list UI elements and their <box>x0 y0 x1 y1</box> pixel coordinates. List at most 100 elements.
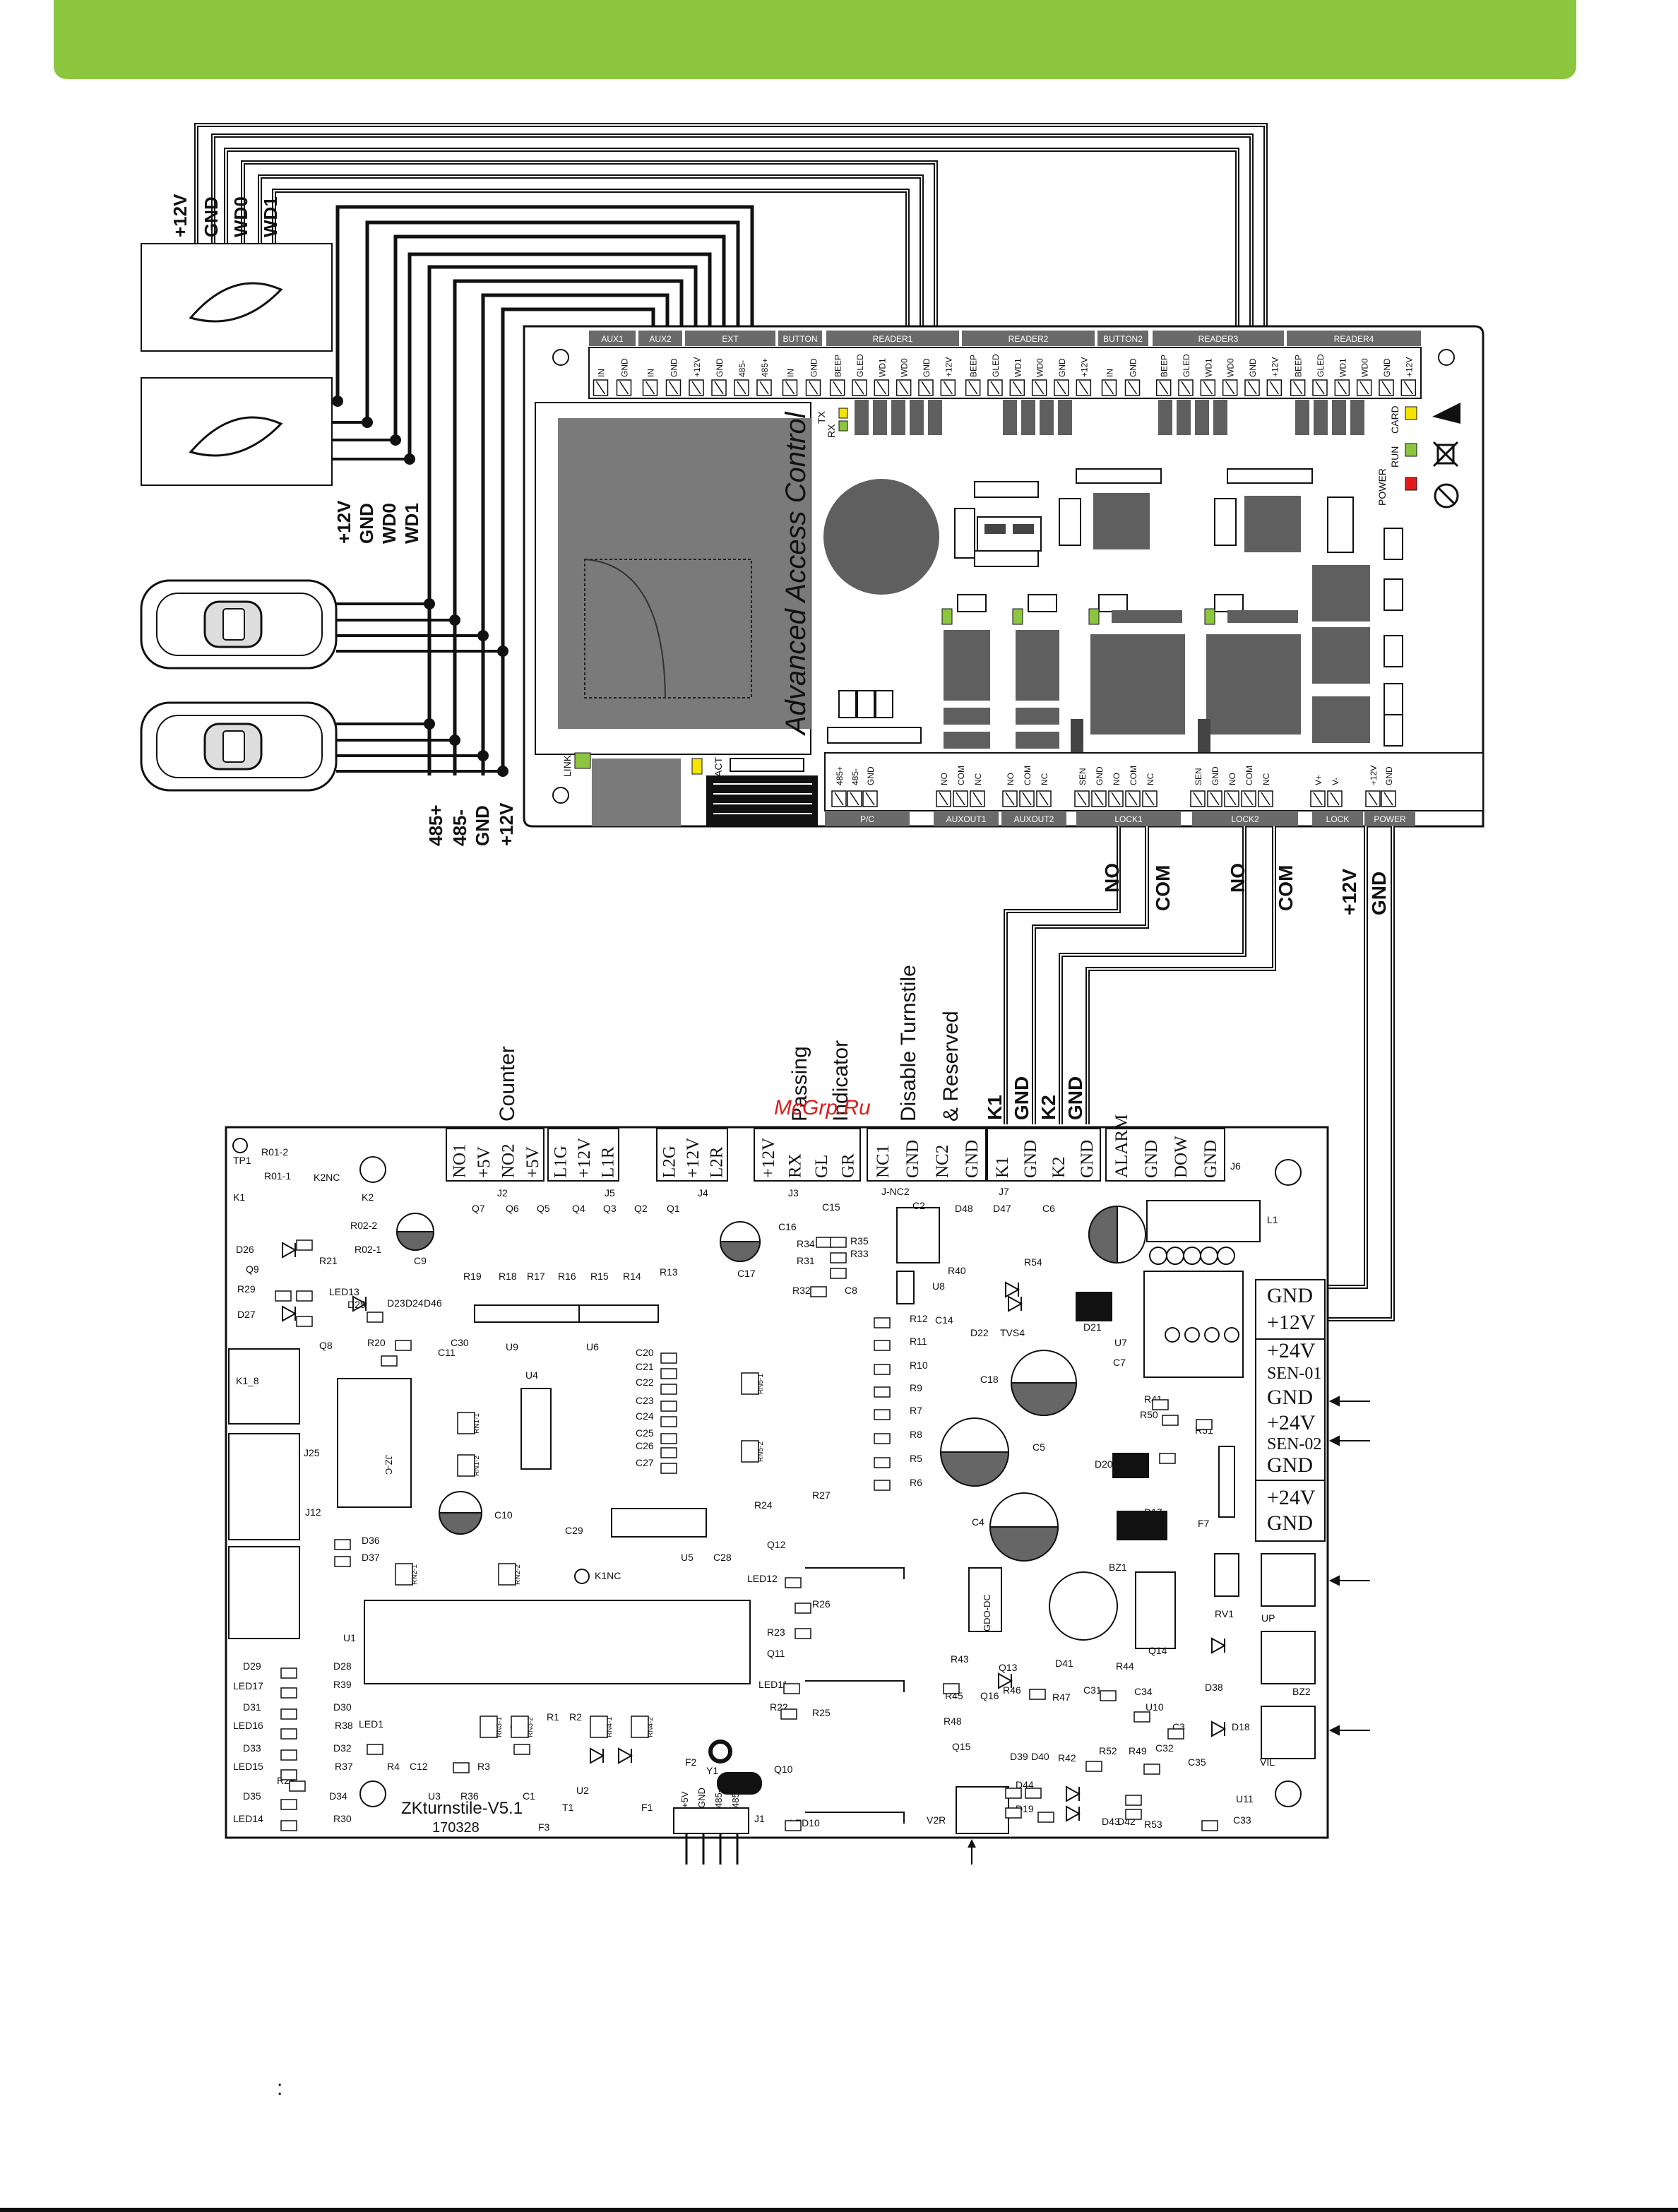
component-ref: Q1 <box>667 1203 680 1214</box>
rs485-label-485m: 485- <box>449 809 470 846</box>
chip-mark: RN4-1 <box>606 1717 614 1737</box>
hdr-reader1: READER1 <box>873 334 913 344</box>
top-pin-label: WD0 <box>1360 358 1370 377</box>
component-ref: Q8 <box>319 1340 333 1351</box>
component-ref: D27 <box>237 1309 256 1320</box>
rx-label-1: RX <box>826 424 837 438</box>
bottom-pin-label: NO <box>939 773 949 785</box>
bottom-rule <box>0 2208 1678 2212</box>
component-ref: D31 <box>243 1701 261 1713</box>
top-pin-label: IN <box>786 369 796 377</box>
component-ref: D32 <box>333 1742 352 1754</box>
link-led-label: LINK <box>561 754 573 777</box>
bottom-pin-label: COM <box>956 766 966 785</box>
component-ref: J1 <box>754 1813 765 1824</box>
component-ref: LED17 <box>233 1680 263 1691</box>
component-ref: C4 <box>972 1516 984 1528</box>
component-ref: R39 <box>333 1679 352 1690</box>
right-arrows <box>1328 1396 1370 1736</box>
bottom-pin-label: 485+ <box>835 766 845 785</box>
terminal-label-j3: +12V <box>759 1138 778 1178</box>
board-name: ZKturnstile-V5.1 <box>401 1799 523 1818</box>
chip-mark: RN2-2 <box>514 1564 522 1585</box>
chip-mark: RN2-1 <box>411 1564 419 1585</box>
component-ref: K1NC <box>595 1570 621 1581</box>
component-ref: C24 <box>636 1410 654 1422</box>
top-pin-label: GND <box>1248 358 1258 377</box>
component-ref: R40 <box>948 1265 966 1276</box>
component-ref: R27 <box>812 1489 831 1501</box>
top-pin-label: +12V <box>1079 357 1089 377</box>
top-pin-label: GND <box>922 358 932 377</box>
component-ref: R46 <box>1003 1684 1021 1696</box>
component-ref: U7 <box>1114 1337 1127 1348</box>
component-ref: J4 <box>698 1187 708 1199</box>
component-ref: C15 <box>822 1201 840 1213</box>
component-ref: C21 <box>636 1361 654 1372</box>
component-ref: R15 <box>590 1271 609 1282</box>
terminal-label-j5: +12V <box>575 1138 594 1178</box>
component-ref: T1 <box>562 1802 574 1813</box>
terminal-label-j2: NO1 <box>450 1143 469 1178</box>
bottom-pin-label: V+ <box>1314 775 1323 785</box>
bottom-pin-label: SEN <box>1078 768 1088 785</box>
terminal-label-j2: NO2 <box>499 1143 518 1178</box>
component-ref: C23 <box>636 1395 654 1406</box>
component-ref: BZ2 <box>1292 1686 1311 1697</box>
component-ref: Q15 <box>952 1741 971 1752</box>
bhdr-power: POWER <box>1374 814 1406 824</box>
component-ref: R50 <box>1140 1409 1158 1420</box>
component-ref: U8 <box>932 1280 945 1292</box>
component-ref: R9 <box>910 1382 922 1393</box>
label-disable-turnstile: Disable Turnstile <box>897 965 920 1122</box>
hdr-ext: EXT <box>722 334 739 344</box>
component-ref: D17 <box>1144 1506 1162 1518</box>
turnstile-board: Counter Passing Indicator Disable Turnst… <box>225 965 1370 1865</box>
component-ref: R38 <box>335 1720 353 1731</box>
component-ref: R19 <box>463 1271 482 1282</box>
bottom-pin-label: NC <box>1146 773 1155 785</box>
bhdr-pc: P/C <box>860 814 874 824</box>
component-ref: C11 <box>438 1347 456 1358</box>
terminal-label-jnc2: GND <box>903 1140 922 1178</box>
component-ref: D26 <box>236 1244 254 1255</box>
component-ref: R42 <box>1058 1752 1076 1764</box>
component-ref: D18 <box>1232 1721 1250 1732</box>
component-ref: R01-1 <box>264 1170 291 1182</box>
component-ref: D29 <box>243 1660 261 1672</box>
watermark: McGrp.Ru <box>774 1096 871 1119</box>
component-ref: C30 <box>451 1337 469 1348</box>
top-pin-label: GND <box>1129 358 1138 377</box>
terminal-label-j5: L1R <box>598 1146 617 1178</box>
top-pin-label: GND <box>715 358 725 377</box>
top-pin-label: GND <box>809 358 819 377</box>
component-ref: R31 <box>797 1255 815 1266</box>
header-bar <box>54 0 1576 79</box>
component-ref: R18 <box>499 1271 517 1282</box>
bottom-pin-label: SEN <box>1194 768 1203 785</box>
component-ref: J6 <box>1230 1160 1241 1172</box>
bottom-pin-label: COM <box>1023 766 1033 785</box>
bhdr-auxout2: AUXOUT2 <box>1014 814 1054 824</box>
fingerprint-reader-1 <box>140 579 338 670</box>
terminal-label-jnc2: NC2 <box>933 1145 952 1178</box>
component-ref: C29 <box>565 1525 583 1536</box>
top-pin-label: BEEP <box>969 355 979 377</box>
component-ref: D36 <box>362 1535 380 1546</box>
k-label-k2: K2 <box>1037 1095 1059 1120</box>
component-ref: J3 <box>788 1187 799 1199</box>
terminal-label-jnc2: GND <box>963 1140 982 1178</box>
top-pin-label: GLED <box>1316 354 1326 377</box>
component-ref: R02-2 <box>350 1220 377 1231</box>
component-ref: D37 <box>362 1552 380 1563</box>
chip-mark: RN3-2 <box>527 1717 535 1737</box>
component-ref: U1 <box>343 1632 356 1643</box>
chip-mark: RN3-1 <box>496 1717 504 1737</box>
bottom-pin-label: V- <box>1331 778 1340 785</box>
wire-label-no-1: NO <box>1101 863 1123 893</box>
component-ref: R54 <box>1024 1256 1042 1268</box>
terminal-label-j3: RX <box>785 1153 804 1178</box>
